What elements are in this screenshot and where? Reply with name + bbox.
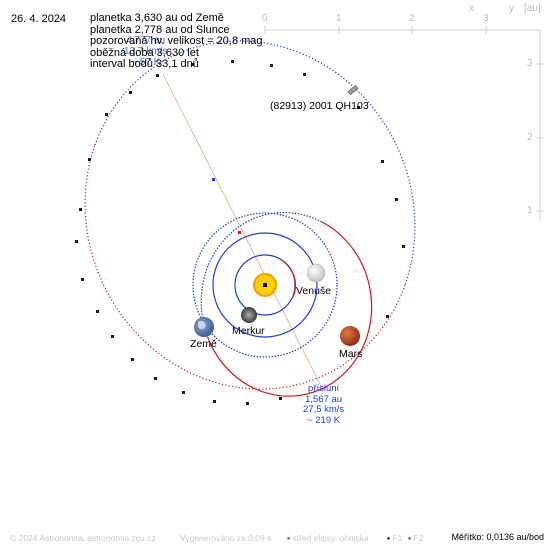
mercury-label: Merkur [232, 325, 265, 337]
mars-label: Mars [339, 348, 363, 360]
legend-red-dot-icon: ▪ [287, 533, 291, 543]
info-line-interval: interval bodů 33,1 dnů [90, 58, 199, 70]
focus-marker [212, 178, 215, 181]
x-tick-label: 2 [409, 13, 415, 24]
observation-date: 26. 4. 2024 [11, 13, 67, 25]
info-line-magnitude: pozorovaná hv. velikost = 20,8 mag [90, 35, 263, 47]
legend-f2-label: F2 [413, 533, 424, 543]
axis-unit-label: [au] [524, 3, 541, 14]
x-axis-letter: x [469, 3, 474, 14]
y-tick-label: 2 [527, 132, 533, 143]
x-tick-label: 3 [483, 13, 489, 24]
x-tick-label: 0 [262, 13, 268, 24]
y-tick-label: 3 [527, 58, 533, 69]
legend-blue-dot-icon: ▪ [408, 533, 412, 543]
y-tick-label: 1 [527, 205, 533, 216]
aphelion-speed: 13,7 km/s [124, 46, 168, 57]
mars-orbit-blue [200, 211, 323, 339]
copyright-text[interactable]: © 2024 Astronomia, astronomia.zcu.cz [10, 533, 156, 543]
mars-orbit-red [207, 221, 373, 397]
asteroid-orbit-blue [94, 40, 416, 286]
asteroid-marker[interactable] [347, 84, 359, 96]
apsidal-line [162, 73, 323, 389]
perihelion-speed: 27,5 km/s [303, 404, 345, 415]
venus-planet[interactable] [306, 263, 326, 283]
asteroid-orbit-points [75, 60, 405, 405]
ellipse-center-marker [238, 231, 241, 234]
legend-center: ▪ střed elipsy, ohniska [287, 533, 369, 543]
scale-readout: Měřítko: 0,0136 au/bod [451, 532, 544, 542]
sun-focus-icon [263, 283, 267, 287]
aphelion-info: 4,777 au 13,7 km/s ~ 57 K [124, 35, 167, 68]
mercury-orbit-red [279, 258, 296, 298]
legend-black-dot-icon: ▪ [387, 533, 391, 543]
mars-planet[interactable] [340, 326, 360, 346]
x-tick-label: 1 [336, 13, 342, 24]
legend-f1-label: F1 [392, 533, 403, 543]
legend-f1: ▪ F1 [387, 533, 402, 543]
legend-center-label: střed elipsy, ohniska [292, 533, 369, 543]
legend-f2: ▪ F2 [408, 533, 423, 543]
axis-ticks [264, 26, 544, 212]
perihelion-distance: 1,567 au [305, 393, 343, 405]
mercury-planet[interactable] [241, 307, 257, 323]
earth-label: Země [190, 338, 217, 350]
asteroid-orbit-red [84, 144, 406, 390]
venus-label: Venuše [296, 285, 332, 297]
asteroid-label[interactable]: (82913) 2001 QH103 [270, 100, 369, 112]
aphelion-distance: 4,777 au [126, 35, 166, 46]
generated-time: Vygenerováno za 0,09 s [180, 533, 272, 543]
info-line-period: oběžná doba 3,630 let [90, 46, 199, 59]
earth-orbit [192, 212, 338, 358]
y-axis-letter: y [509, 3, 514, 14]
earth-cloud-icon [198, 320, 206, 330]
perihelion-info: přísluní 1,567 au 27,5 km/s ~ 219 K [303, 383, 345, 426]
aphelion-days: ~ 57 K [131, 57, 161, 68]
info-line-earth-distance: planetka 3,630 au od Země [90, 12, 224, 24]
venus-orbit [212, 232, 318, 338]
info-line-sun-distance: planetka 2,778 au od Slunce [90, 23, 230, 36]
perihelion-title: přísluní [308, 383, 340, 394]
perihelion-days: ~ 219 K [307, 414, 341, 426]
asteroid-info-panel: planetka 3,630 au od Země planetka 2,778… [90, 12, 263, 71]
